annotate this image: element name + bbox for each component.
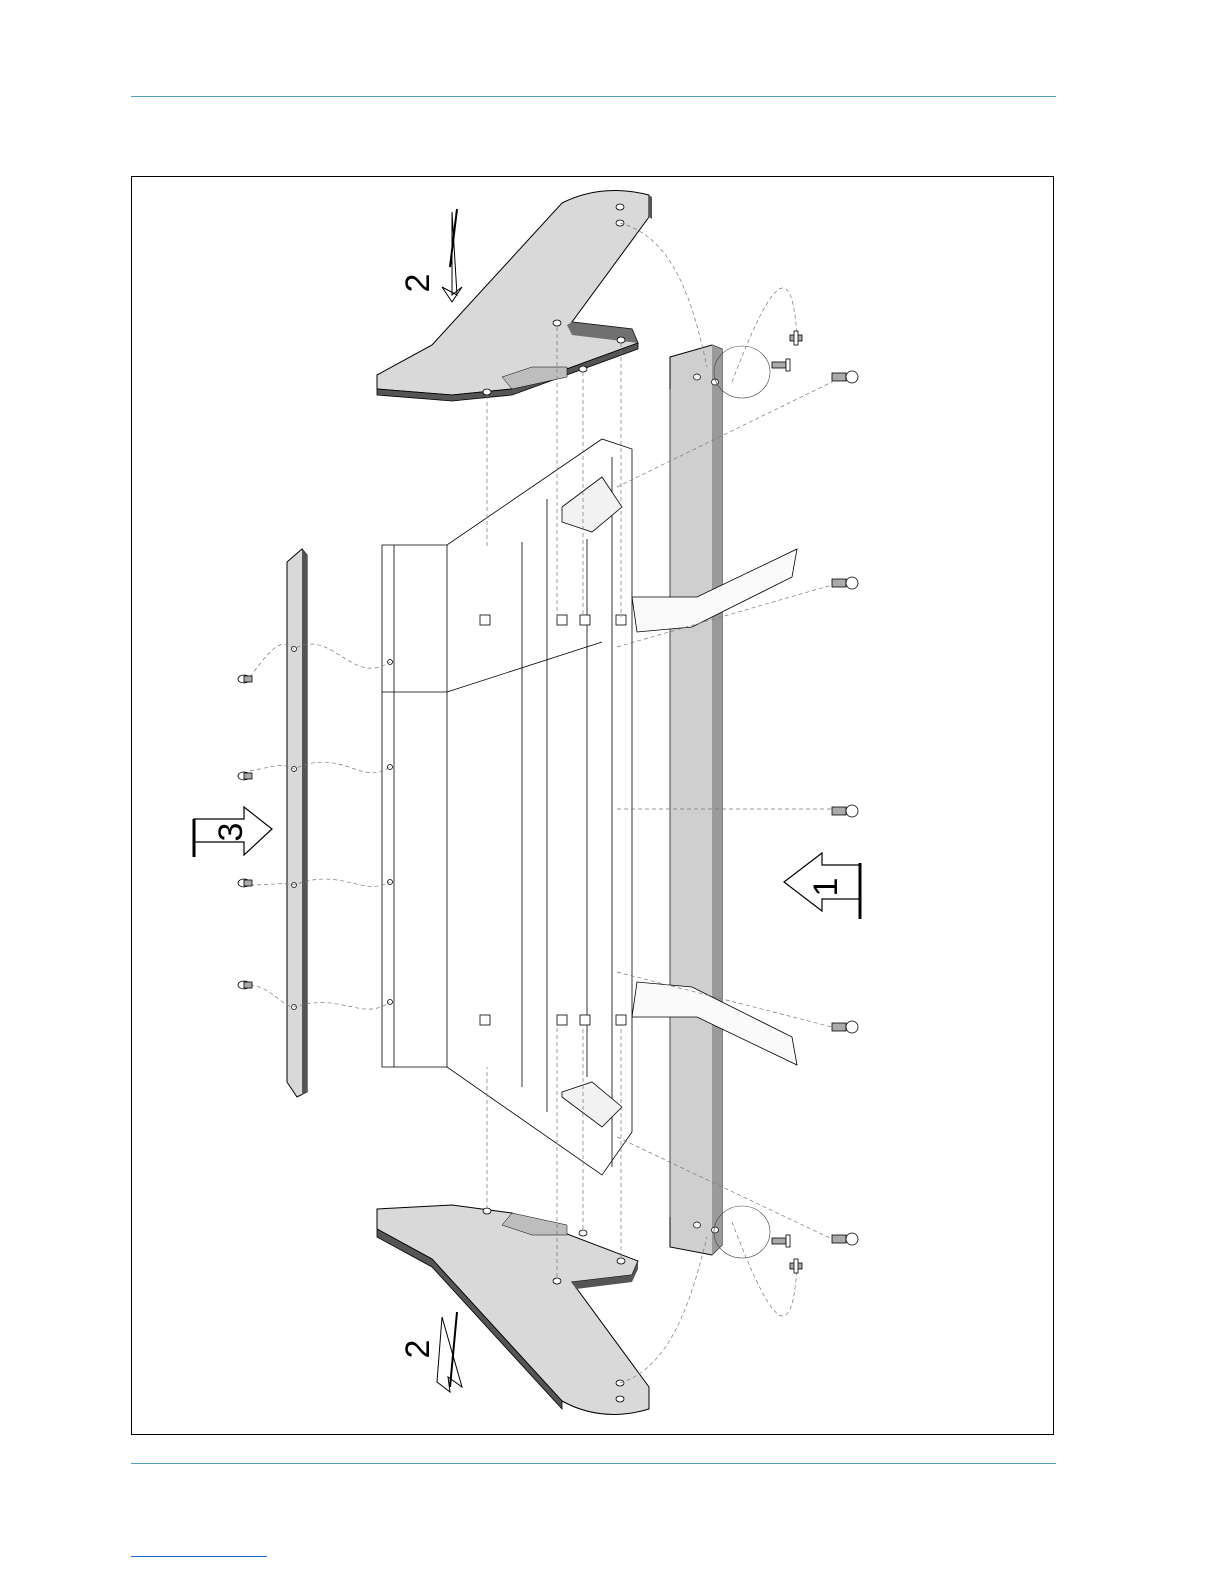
top-side-bracket xyxy=(377,191,652,402)
screw-1 xyxy=(832,371,858,383)
callout-left-label: 3 xyxy=(212,823,250,842)
callout-bottom-label: 2 xyxy=(399,1340,437,1359)
strip-screw-3 xyxy=(238,879,252,887)
front-screws xyxy=(772,331,858,1273)
callout-right-arrow: 1 xyxy=(784,853,860,919)
screw-3 xyxy=(832,805,858,817)
strip-screw-4 xyxy=(238,981,252,989)
assembly-diagram-frame: 2 2 3 1 xyxy=(131,176,1054,1435)
footnote-rule xyxy=(131,1556,267,1557)
callout-left-arrow: 3 xyxy=(194,807,272,857)
screw-4 xyxy=(832,1021,858,1033)
strip-screw-2 xyxy=(238,772,252,780)
header-rule xyxy=(131,96,1056,97)
front-rail xyxy=(670,345,770,1258)
end-screw-bottom-b xyxy=(790,1259,802,1273)
exploded-assembly-diagram: 2 2 3 1 xyxy=(132,177,1055,1436)
strip-screw-1 xyxy=(238,675,252,683)
screw-2 xyxy=(832,577,858,589)
callout-right-label: 1 xyxy=(807,878,845,897)
footer-rule xyxy=(131,1463,1056,1464)
callout-top-arrow: 2 xyxy=(399,209,462,302)
end-screw-top-b xyxy=(790,331,802,345)
center-frame-body xyxy=(382,439,797,1175)
bottom-side-bracket xyxy=(377,1205,649,1414)
screw-5 xyxy=(832,1233,858,1245)
cover-strip xyxy=(287,549,307,1097)
end-screw-top-a xyxy=(772,359,790,371)
end-screw-bottom-a xyxy=(772,1235,790,1247)
callout-bottom-arrow: 2 xyxy=(399,1312,462,1392)
callout-top-label: 2 xyxy=(399,274,437,293)
assembly-guide-lines xyxy=(250,223,832,1383)
